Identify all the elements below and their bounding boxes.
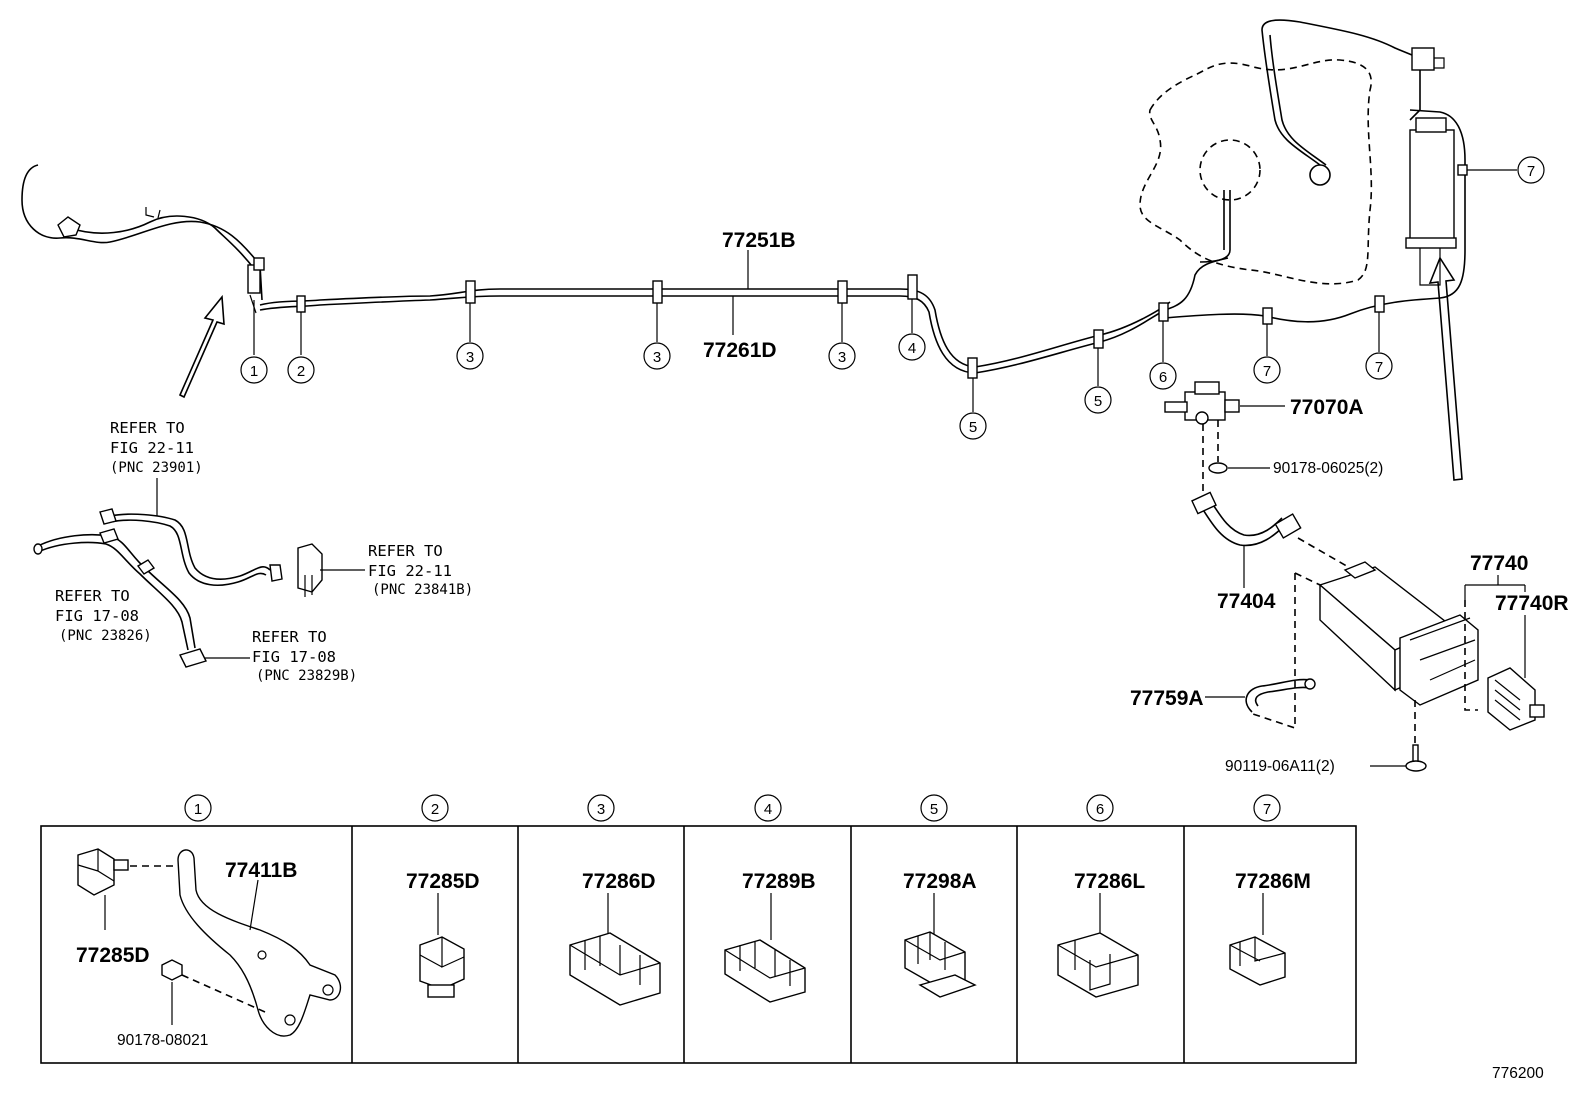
fuel-tubes [259, 109, 1466, 374]
cell-3-part-77286D: 77286D [582, 870, 656, 893]
cell-1-part-77285D: 77285D [76, 944, 150, 967]
label-77740R: 77740R [1495, 592, 1569, 615]
ref3-line1: REFER TO [55, 587, 130, 605]
ref2-line2: FIG 22-11 [368, 562, 452, 580]
table-header-7: 7 [1263, 801, 1271, 818]
ref3-line2: FIG 17-08 [55, 607, 139, 625]
table-header-2: 2 [431, 801, 439, 818]
label-77070A: 77070A [1290, 396, 1364, 419]
label-77740: 77740 [1470, 552, 1528, 575]
cell-3-drawing [569, 893, 661, 1006]
cell-1-part-90178-08021: 90178-08021 [117, 1032, 208, 1049]
fuel-tank-outline [1139, 19, 1457, 286]
ref4-line1: REFER TO [252, 628, 327, 646]
vsv-valve [1164, 381, 1285, 498]
label-90119-06A11: 90119-06A11(2) [1225, 758, 1335, 775]
label-77251B: 77251B [722, 229, 796, 252]
callout-4: 4 [908, 340, 916, 357]
label-77261D: 77261D [703, 339, 777, 362]
cell-1-part-77411B: 77411B [225, 859, 297, 882]
callout-1: 1 [250, 363, 258, 380]
ref4-line2: FIG 17-08 [252, 648, 336, 666]
table-header-1: 1 [194, 801, 202, 818]
cell-7-drawing [1229, 893, 1286, 986]
cell-2-part-77285D: 77285D [406, 870, 480, 893]
label-77759A: 77759A [1130, 687, 1204, 710]
callout-3a: 3 [466, 349, 474, 366]
callout-7b: 7 [1375, 359, 1383, 376]
cell-6-drawing [1057, 893, 1139, 998]
detail-table [40, 825, 1357, 1064]
callout-circles: 1 2 3 3 3 4 5 5 6 7 7 7 [240, 156, 1545, 440]
callout-6: 6 [1159, 369, 1167, 386]
label-77404: 77404 [1217, 590, 1276, 613]
ref1-line2: FIG 22-11 [110, 439, 194, 457]
ref2-line1: REFER TO [368, 542, 443, 560]
table-header-4: 4 [764, 801, 772, 818]
ref1-line1: REFER TO [110, 419, 185, 437]
cell-7-part-77286M: 77286M [1235, 870, 1311, 893]
table-headers: 1 2 3 4 5 6 7 [184, 794, 1281, 822]
cell-4-part-77289B: 77289B [742, 870, 816, 893]
ref3-line3: (PNC 23826) [59, 628, 152, 644]
cell-6-part-77286L: 77286L [1074, 870, 1145, 893]
table-header-5: 5 [930, 801, 938, 818]
cell-2-drawing [419, 893, 465, 998]
hose-77759A [1205, 678, 1316, 713]
ref1-line3: (PNC 23901) [110, 460, 203, 476]
callout-5b: 5 [1094, 393, 1102, 410]
cell-5-drawing [904, 893, 977, 998]
cell-1-drawing [77, 848, 342, 1037]
figure-number: 776200 [1492, 1065, 1544, 1082]
callout-7a: 7 [1263, 363, 1271, 380]
callout-3c: 3 [838, 349, 846, 366]
cell-5-part-77298A: 77298A [903, 870, 977, 893]
callout-7c: 7 [1527, 163, 1535, 180]
callout-3b: 3 [653, 349, 661, 366]
view-arrows [178, 256, 1463, 481]
label-90178-06025: 90178-06025(2) [1273, 460, 1383, 477]
hose-77404 [1191, 491, 1351, 588]
ref-parts [33, 478, 365, 668]
ref2-line3: (PNC 23841B) [372, 582, 473, 598]
table-header-3: 3 [597, 801, 605, 818]
callout-5a: 5 [969, 419, 977, 436]
table-header-6: 6 [1096, 801, 1104, 818]
bolt-90119 [1370, 744, 1427, 772]
ref4-line3: (PNC 23829B) [256, 668, 357, 684]
cell-4-drawing [724, 893, 806, 1003]
left-harness [21, 164, 265, 314]
callout-2: 2 [297, 363, 305, 380]
tube-clamps [296, 164, 1468, 379]
charcoal-canister [1249, 561, 1545, 760]
